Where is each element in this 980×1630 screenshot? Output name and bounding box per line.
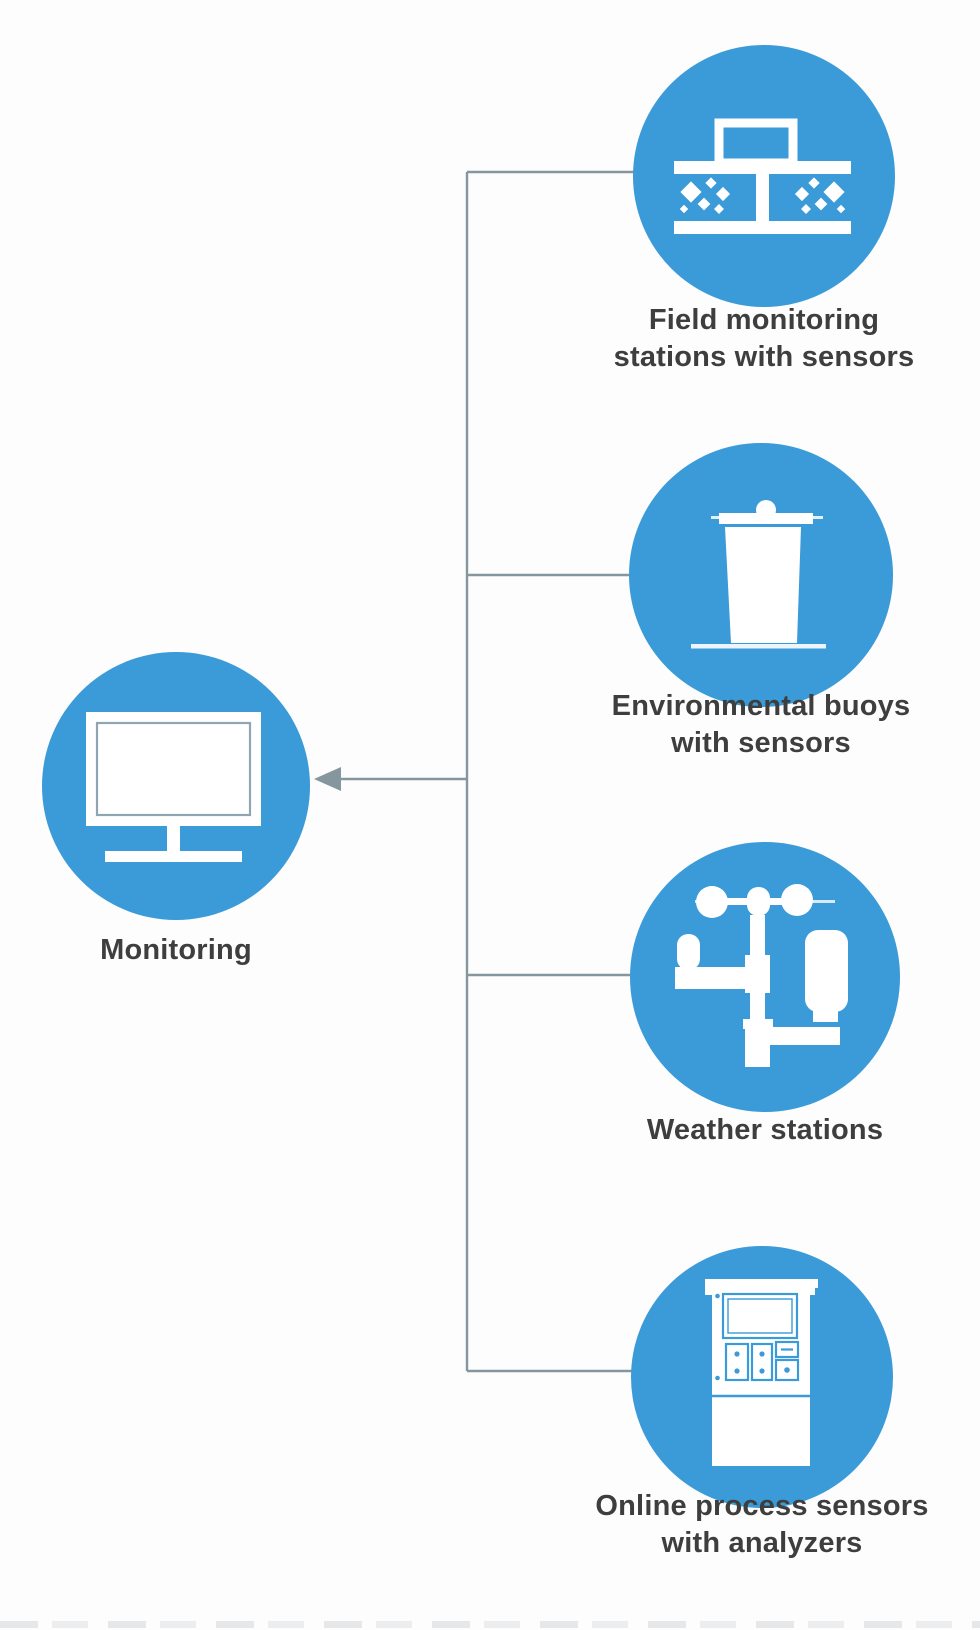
buoy-label: Environmental buoys with sensors — [561, 688, 961, 762]
label-line: with analyzers — [661, 1527, 863, 1559]
label-line: Environmental buoys — [611, 690, 911, 722]
label-line: Online process sensors — [595, 1490, 929, 1522]
field-monitoring-station-icon — [674, 118, 851, 234]
field-station-circle — [633, 45, 895, 307]
weather-station-icon — [675, 884, 848, 1067]
label-line: with sensors — [671, 727, 851, 759]
analyzer-label: Online process sensors with analyzers — [562, 1488, 962, 1562]
label-line: Weather stations — [646, 1114, 884, 1146]
analyzer-circle — [631, 1246, 893, 1508]
weather-station-label: Weather stations — [565, 1112, 965, 1149]
bottom-crop-artifact — [0, 1621, 980, 1628]
online-process-analyzer-icon — [705, 1279, 818, 1466]
label-line: Field monitoring — [648, 304, 880, 336]
monitor-icon — [86, 711, 261, 862]
monitoring-label: Monitoring — [100, 934, 252, 966]
field-station-label: Field monitoring stations with sensors — [564, 302, 964, 376]
environmental-buoy-icon — [691, 500, 826, 649]
label-line: stations with sensors — [613, 341, 915, 373]
weather-station-circle — [630, 842, 900, 1112]
monitoring-circle — [42, 652, 310, 920]
buoy-circle — [629, 443, 893, 707]
arrowhead-left-icon — [314, 767, 341, 791]
